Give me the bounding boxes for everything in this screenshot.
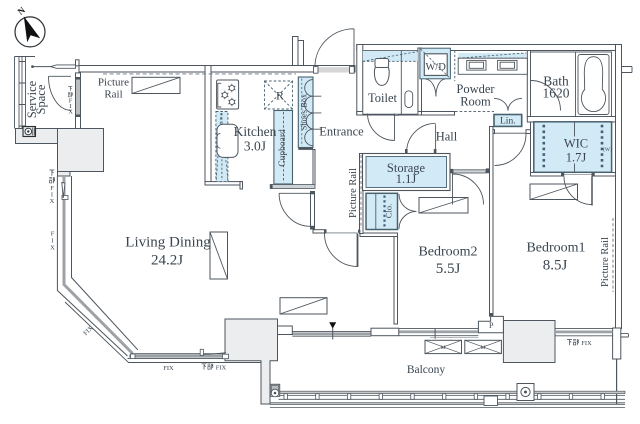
svg-text:X: X: [50, 198, 55, 205]
svg-text:WIC: WIC: [564, 137, 588, 151]
svg-text:Clo.: Clo.: [384, 204, 394, 218]
svg-text:Powder: Powder: [456, 82, 495, 96]
svg-text:(W): (W): [603, 146, 612, 153]
svg-text:Room: Room: [460, 95, 491, 109]
svg-text:8.5J: 8.5J: [543, 258, 568, 274]
svg-text:1.1J: 1.1J: [396, 172, 417, 186]
svg-text:Service: Service: [25, 80, 39, 118]
svg-text:M: M: [481, 345, 486, 351]
svg-text:X: X: [68, 109, 73, 116]
svg-text:3.0J: 3.0J: [244, 139, 266, 154]
svg-text:I: I: [70, 103, 72, 110]
svg-text:Kitchen: Kitchen: [234, 124, 277, 139]
svg-text:F: F: [51, 231, 55, 238]
svg-text:M: M: [441, 345, 446, 351]
svg-text:F: F: [50, 185, 54, 192]
svg-text:FIX: FIX: [216, 365, 227, 372]
svg-text:Picture: Picture: [98, 76, 129, 88]
svg-text:Storage: Storage: [387, 161, 426, 175]
svg-text:FIX: FIX: [581, 340, 592, 347]
svg-text:I: I: [51, 192, 53, 199]
svg-text:Bath: Bath: [543, 74, 569, 89]
svg-text:FIX: FIX: [163, 365, 174, 372]
svg-text:24.2J: 24.2J: [151, 253, 183, 269]
svg-text:1620: 1620: [543, 86, 570, 101]
svg-text:P: P: [489, 321, 494, 330]
svg-text:X: X: [50, 245, 55, 252]
svg-text:Lin.: Lin.: [500, 117, 516, 127]
svg-text:I: I: [51, 238, 53, 245]
svg-text:F: F: [69, 98, 73, 105]
svg-text:Living Dining: Living Dining: [125, 235, 211, 251]
svg-text:Shoes Box: Shoes Box: [298, 93, 308, 130]
svg-text:R: R: [276, 89, 284, 103]
svg-text:Bedroom2: Bedroom2: [418, 245, 477, 260]
svg-text:Toilet: Toilet: [368, 91, 398, 105]
svg-text:Picture Rail: Picture Rail: [600, 237, 611, 287]
svg-text:N: N: [16, 5, 28, 17]
svg-text:Rail: Rail: [104, 88, 122, 100]
svg-text:Balcony: Balcony: [407, 364, 446, 376]
svg-text:Cupboard: Cupboard: [278, 129, 288, 167]
svg-text:1.7J: 1.7J: [566, 151, 587, 165]
svg-text:Entrance: Entrance: [319, 125, 364, 139]
svg-text:Bedroom1: Bedroom1: [526, 241, 585, 256]
svg-text:Picture Rail: Picture Rail: [348, 168, 359, 218]
svg-text:Hall: Hall: [436, 130, 458, 144]
svg-text:W/D: W/D: [425, 62, 446, 73]
svg-text:5.5J: 5.5J: [436, 261, 461, 277]
svg-text:Space: Space: [34, 84, 48, 114]
